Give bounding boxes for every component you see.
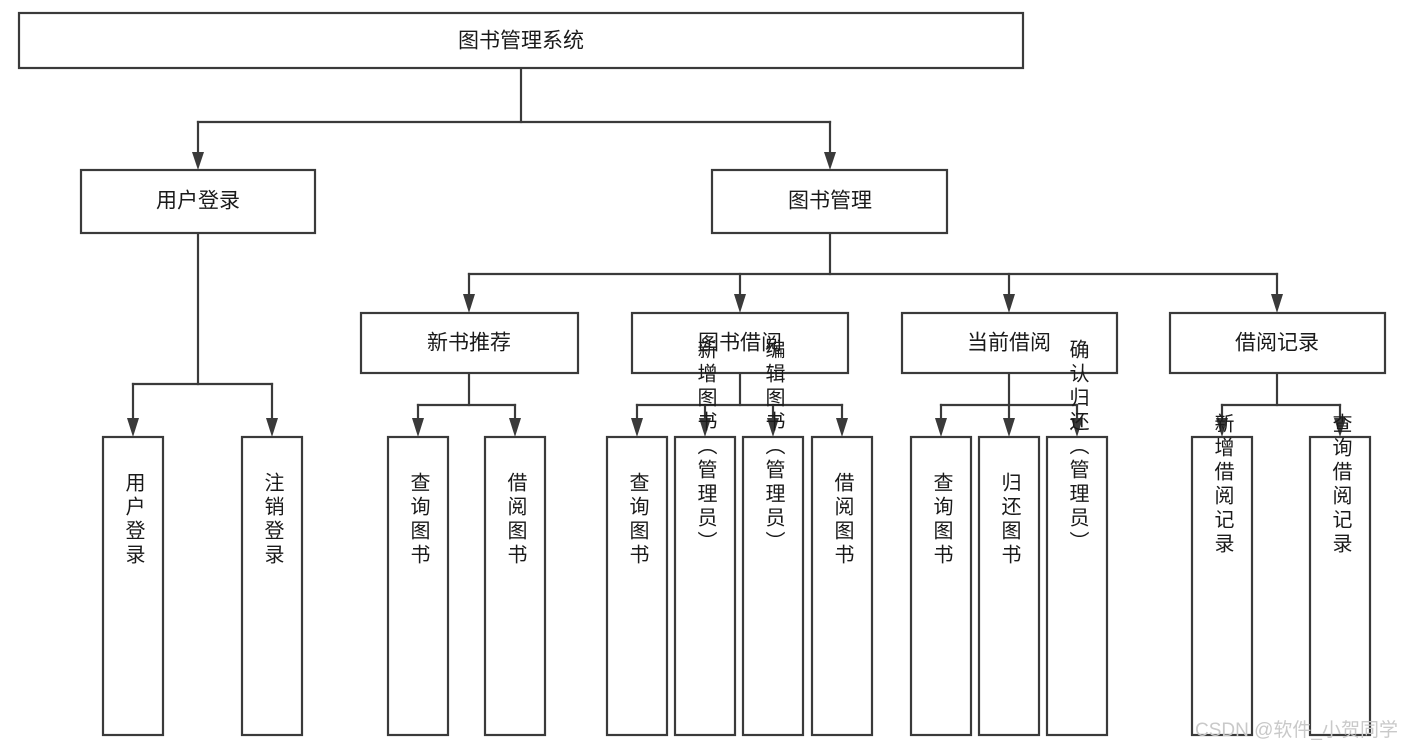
leaf-add-record-label: 新增借阅记录: [1211, 413, 1234, 557]
node-borrow-record-box[interactable]: [1168, 311, 1387, 375]
leaf-query-record-label: 查询借阅记录: [1329, 413, 1352, 557]
arrow-borrow-l3: [767, 418, 779, 437]
leaf-user-logout-label: 注销登录: [261, 472, 284, 568]
node-new-book-recommend-box[interactable]: [359, 311, 580, 375]
leaf-borrow-book-2-box[interactable]: [810, 435, 874, 737]
leaf-query-record-box[interactable]: [1308, 435, 1372, 737]
leaf-borrow-book-1-box[interactable]: [483, 435, 547, 737]
leaf-edit-book[interactable]: 编辑图书（管理员）: [741, 339, 805, 737]
arrow-record-l2: [1334, 418, 1346, 437]
leaf-query-book-1[interactable]: 查询图书: [386, 435, 450, 737]
csdn-watermark: CSDN @软件_小贺同学: [1195, 719, 1398, 741]
leaf-user-login-box[interactable]: [101, 435, 165, 737]
leaf-user-login-label: 用户登录: [122, 472, 145, 568]
leaf-query-book-3[interactable]: 查询图书: [909, 435, 973, 737]
leaf-edit-book-label: 编辑图书（管理员）: [762, 339, 785, 555]
leaf-query-book-2[interactable]: 查询图书: [605, 435, 669, 737]
connector-layer: [127, 66, 1346, 437]
arrow-borrow-l1: [631, 418, 643, 437]
arrow-root-to-book-manage: [824, 152, 836, 170]
leaf-confirm-return[interactable]: 确认归还（管理员）: [1045, 339, 1109, 737]
node-new-book-recommend-label: 新书推荐: [427, 332, 511, 355]
arrow-root-to-user-login: [192, 152, 204, 170]
arrow-recommend-l1: [412, 418, 424, 437]
arrow-borrow-l2: [699, 418, 711, 437]
arrow-record-l1: [1216, 418, 1228, 437]
leaf-query-book-2-box[interactable]: [605, 435, 669, 737]
node-new-book-recommend[interactable]: 新书推荐: [359, 311, 580, 375]
node-book-manage-box[interactable]: [710, 168, 949, 235]
node-root[interactable]: 图书管理系统: [17, 11, 1025, 70]
leaf-user-logout-box[interactable]: [240, 435, 304, 737]
node-book-manage[interactable]: 图书管理: [710, 168, 949, 235]
node-borrow-record[interactable]: 借阅记录: [1168, 311, 1387, 375]
leaf-add-record-box[interactable]: [1190, 435, 1254, 737]
leaf-confirm-return-box[interactable]: [1045, 435, 1109, 737]
node-book-manage-label: 图书管理: [788, 190, 872, 213]
leaf-add-book-box[interactable]: [673, 435, 737, 737]
arrow-bm-to-borrow: [734, 294, 746, 313]
leaf-user-logout[interactable]: 注销登录: [240, 435, 304, 737]
leaf-borrow-book-1-label: 借阅图书: [504, 472, 527, 568]
leaf-query-book-2-label: 查询图书: [626, 472, 649, 568]
node-book-borrow-box[interactable]: [630, 311, 850, 375]
leaf-query-book-3-box[interactable]: [909, 435, 973, 737]
leaf-edit-book-box[interactable]: [741, 435, 805, 737]
node-root-box[interactable]: [17, 11, 1025, 70]
leaf-add-book-label: 新增图书（管理员）: [694, 339, 717, 555]
arrow-bm-to-record: [1271, 294, 1283, 313]
arrow-current-l1: [935, 418, 947, 437]
arrow-user-login-l2: [266, 418, 278, 437]
leaf-query-book-3-label: 查询图书: [930, 472, 953, 568]
leaf-borrow-book-1[interactable]: 借阅图书: [483, 435, 547, 737]
leaf-query-book-1-label: 查询图书: [407, 472, 430, 568]
node-user-login-box[interactable]: [79, 168, 317, 235]
node-user-login[interactable]: 用户登录: [79, 168, 317, 235]
node-root-label: 图书管理系统: [458, 30, 584, 53]
leaf-borrow-book-2-label: 借阅图书: [831, 472, 854, 568]
leaf-return-book-box[interactable]: [977, 435, 1041, 737]
node-current-borrow-label: 当前借阅: [967, 332, 1051, 355]
node-current-borrow[interactable]: 当前借阅: [900, 311, 1119, 375]
arrow-borrow-l4: [836, 418, 848, 437]
node-book-borrow-label: 图书借阅: [698, 332, 782, 355]
arrow-bm-to-current: [1003, 294, 1015, 313]
node-user-login-label: 用户登录: [156, 190, 240, 213]
leaf-user-login[interactable]: 用户登录: [101, 435, 165, 737]
leaf-borrow-book-2[interactable]: 借阅图书: [810, 435, 874, 737]
leaf-query-book-1-box[interactable]: [386, 435, 450, 737]
node-book-borrow[interactable]: 图书借阅: [630, 311, 850, 375]
leaf-confirm-return-label: 确认归还（管理员）: [1066, 339, 1089, 555]
arrow-current-l2: [1003, 418, 1015, 437]
arrow-recommend-l2: [509, 418, 521, 437]
arrow-bm-to-recommend: [463, 294, 475, 313]
leaf-add-record[interactable]: 新增借阅记录: [1190, 413, 1254, 737]
leaf-query-record[interactable]: 查询借阅记录: [1308, 413, 1372, 737]
node-current-borrow-box[interactable]: [900, 311, 1119, 375]
leaf-return-book-label: 归还图书: [998, 472, 1021, 568]
leaf-add-book[interactable]: 新增图书（管理员）: [673, 339, 737, 737]
arrow-user-login-l1: [127, 418, 139, 437]
node-borrow-record-label: 借阅记录: [1235, 332, 1319, 355]
leaf-return-book[interactable]: 归还图书: [977, 435, 1041, 737]
arrow-current-l3: [1071, 418, 1083, 437]
